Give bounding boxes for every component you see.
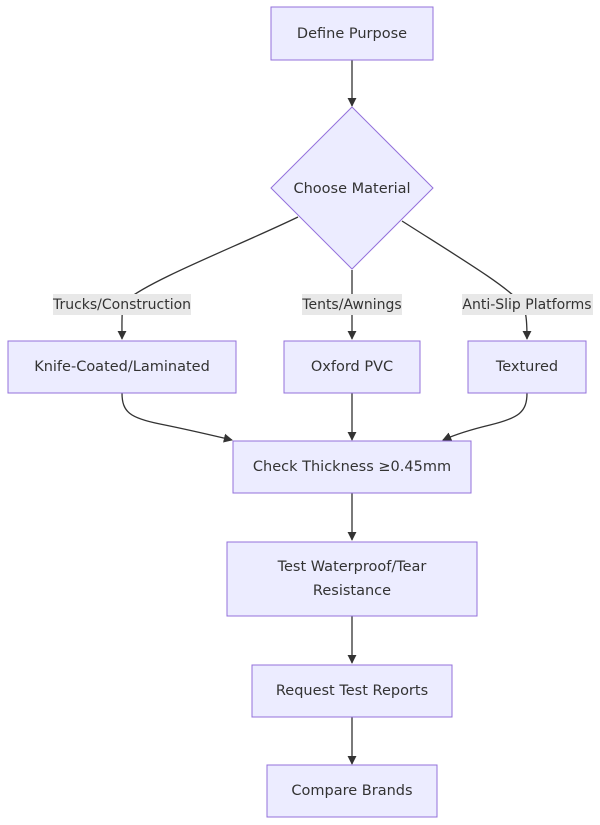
edge-textured-to-thickness [442, 392, 528, 441]
node-check-thickness: Check Thickness ≥0.45mm [232, 440, 472, 494]
edge-label-trucks-text: Trucks/Construction [52, 297, 191, 313]
edge-knife-to-thickness [121, 392, 233, 443]
node-textured-label: Textured [495, 359, 558, 375]
node-define-purpose: Define Purpose [270, 6, 434, 61]
node-test-waterproof-label-line2: Resistance [313, 583, 391, 599]
edge-label-antislip: Anti-Slip Platforms [462, 294, 593, 315]
edge-label-tents-text: Tents/Awnings [301, 297, 401, 313]
edge-choose-to-knife-coated [117, 216, 299, 340]
edge-choose-to-textured [401, 220, 532, 340]
edge-label-antislip-text: Anti-Slip Platforms [462, 297, 591, 313]
edges [117, 60, 532, 765]
node-test-waterproof: Test Waterproof/Tear Resistance [226, 541, 478, 617]
node-check-thickness-label: Check Thickness ≥0.45mm [253, 459, 451, 475]
node-knife-coated-label: Knife-Coated/Laminated [34, 359, 210, 375]
node-oxford-pvc: Oxford PVC [283, 340, 421, 394]
node-knife-coated: Knife-Coated/Laminated [7, 340, 237, 394]
node-request-reports-label: Request Test Reports [276, 683, 428, 699]
node-compare-brands-label: Compare Brands [291, 783, 412, 799]
node-choose-material-label: Choose Material [293, 181, 410, 197]
node-test-waterproof-label-line1: Test Waterproof/Tear [277, 559, 427, 575]
node-textured: Textured [467, 340, 587, 394]
edge-label-tents: Tents/Awnings [301, 294, 402, 315]
node-compare-brands: Compare Brands [266, 764, 438, 818]
node-define-purpose-label: Define Purpose [297, 26, 407, 42]
node-oxford-pvc-label: Oxford PVC [311, 359, 393, 375]
node-request-reports: Request Test Reports [251, 664, 453, 718]
edge-label-trucks: Trucks/Construction [52, 294, 191, 315]
node-choose-material: Choose Material [270, 106, 434, 270]
